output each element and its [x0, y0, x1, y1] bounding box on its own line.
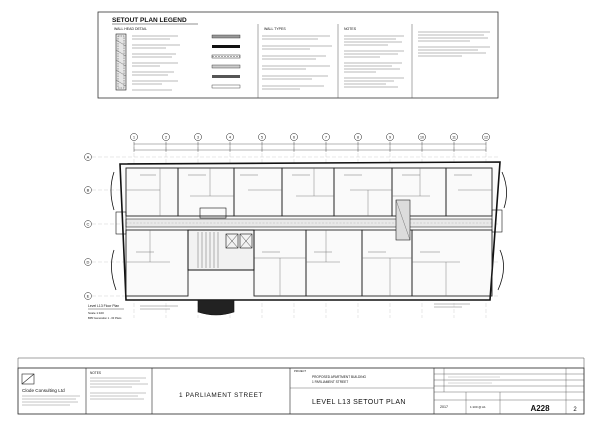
- grid-bubble: [386, 133, 394, 141]
- grid-bubble-label: 1: [133, 136, 135, 140]
- grid-bubble: [258, 133, 266, 141]
- drawing-info-row: [434, 392, 584, 414]
- building-core: [187, 207, 255, 271]
- dimension-string-top: [134, 143, 486, 151]
- revision-table: [434, 368, 584, 393]
- legend-panel: SETOUT PLAN LEGEND WALL HEAD DETAIL W: [97, 11, 499, 99]
- plan-annotations: [136, 174, 472, 310]
- project-name: 1 PARLIAMENT STREET: [179, 392, 263, 399]
- svg-text:C: C: [87, 222, 90, 227]
- drawing-title: LEVEL L13 SETOUT PLAN: [312, 399, 406, 406]
- grid-bubble-label: 5: [261, 136, 263, 140]
- title-block: Clode Consulting Ltd NOTES 1 PARLIAMENT …: [17, 357, 585, 415]
- plan-caption: Level L13 Floor Plan: [88, 304, 119, 308]
- grid-bubble-label: 3: [197, 136, 199, 140]
- job-number: 2017: [440, 405, 448, 409]
- legend-title: SETOUT PLAN LEGEND: [112, 17, 187, 24]
- wall-type-descriptions: [262, 35, 332, 90]
- grid-bubble: [290, 133, 298, 141]
- wall-type-swatches: [211, 34, 241, 89]
- grid-bubble-label: 4: [229, 136, 231, 140]
- central-corridor: [125, 218, 493, 228]
- legend-notes-text: [344, 35, 404, 88]
- end-wall-details: [115, 209, 503, 235]
- grid-bubble: [194, 133, 202, 141]
- revision-number: 2: [573, 407, 577, 413]
- project-address: 1 PARLIAMENT STREET: [312, 380, 348, 384]
- stair-treads: [197, 232, 219, 268]
- drawing-scale: 1:100 @ A1: [470, 405, 486, 409]
- grid-bubble-label: 8: [357, 136, 359, 140]
- grid-bubble-label: 12: [484, 136, 488, 140]
- title-block-notes-heading: NOTES: [90, 371, 101, 375]
- grid-bubble: [482, 133, 490, 141]
- grid-bubble-label: 11: [452, 136, 456, 140]
- grid-bubble: [226, 133, 234, 141]
- grid-bubble-label: 9: [389, 136, 391, 140]
- title-block-notes: [90, 377, 148, 400]
- wall-head-detail-heading: WALL HEAD DETAIL: [114, 27, 147, 31]
- apartments-north-inner-walls: [126, 168, 492, 216]
- grid-bubble: [162, 133, 170, 141]
- building-outline: [110, 161, 507, 301]
- plan-scale: Scale 1:100: [88, 311, 104, 315]
- wall-head-detail-notes: [132, 35, 180, 91]
- drawing-number: A228: [530, 404, 550, 413]
- legend-notes-text-right: [418, 31, 490, 57]
- grid-bubble-label: 2: [165, 136, 167, 140]
- service-riser: [395, 199, 411, 241]
- project-description: PROPOSED APARTMENT BUILDING: [312, 375, 367, 379]
- grid-bubble: [354, 133, 362, 141]
- company-name: Clode Consulting Ltd: [22, 388, 65, 393]
- svg-text:B: B: [87, 188, 90, 193]
- grid-bubble: [130, 133, 138, 141]
- wall-types-heading: WALL TYPES: [264, 27, 286, 31]
- grid-bubble-label: 7: [325, 136, 327, 140]
- grid-bubble: [322, 133, 330, 141]
- apartments-north: [125, 167, 493, 217]
- company-address: [22, 395, 80, 406]
- company-logo: [21, 373, 35, 385]
- svg-text:D: D: [87, 260, 90, 265]
- grid-line-markers-left: A B C D E: [84, 153, 92, 300]
- grid-bubble-label: 10: [420, 136, 424, 140]
- grid-bubble-label: 6: [293, 136, 295, 140]
- svg-text:A: A: [87, 155, 90, 160]
- grid-bubble: [450, 133, 458, 141]
- grid-bubble: [418, 133, 426, 141]
- project-label: PROJECT: [294, 369, 307, 373]
- svg-text:E: E: [87, 294, 90, 299]
- apartments-south-inner-walls: [126, 230, 460, 296]
- legend-notes-heading: NOTES: [344, 27, 357, 31]
- balcony-hatched: [197, 299, 235, 316]
- plan-caption-sub: BPR Generation 1 - 00 Plans: [88, 316, 122, 320]
- wall-head-detail-drawing: [115, 33, 127, 91]
